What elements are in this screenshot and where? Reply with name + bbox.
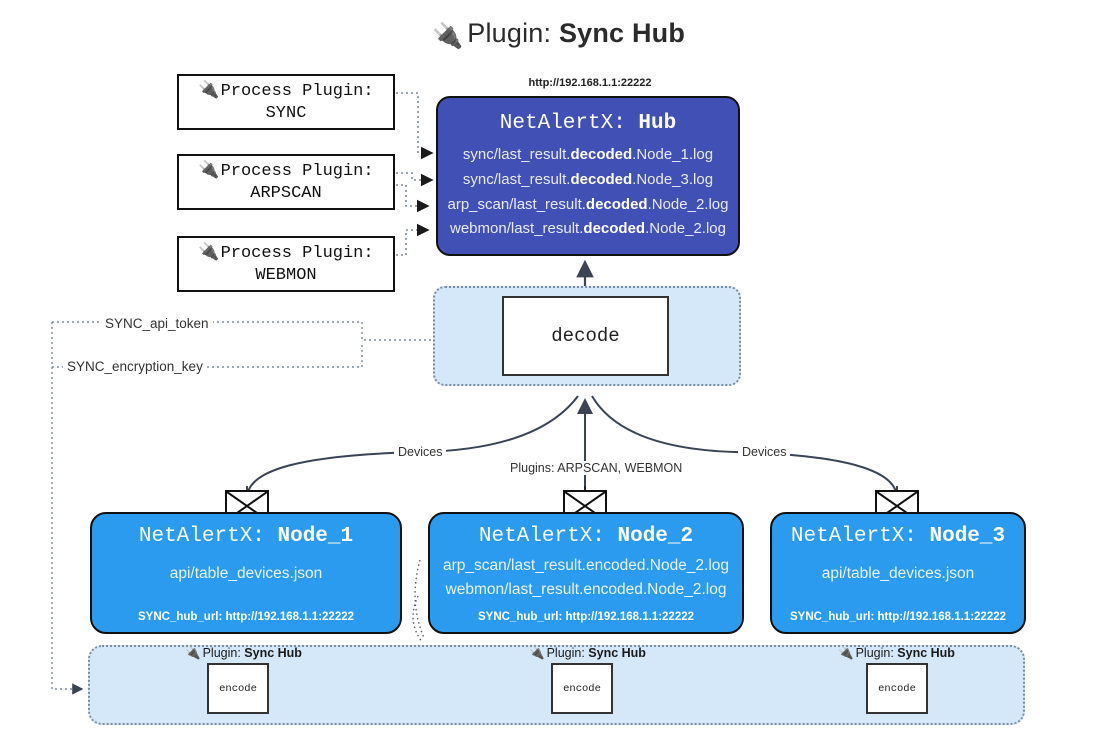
hub-url-label: http://192.168.1.1:22222 <box>528 77 652 89</box>
encode-2-plugin-label: 🔌Plugin: Sync Hub <box>529 645 646 660</box>
node-3-title: NetAlertX: Node_3 <box>790 525 1006 548</box>
sync-api-token-label: SYNC_api_token <box>101 316 213 331</box>
sync-encryption-key-label: SYNC_encryption_key <box>63 359 207 374</box>
edge-label-devices-left: Devices <box>394 445 447 459</box>
edge-label-devices-right: Devices <box>738 445 791 459</box>
hub-file-row: sync/last_result.decoded.Node_3.log <box>462 170 714 188</box>
node-1[interactable]: NetAlertX: Node_1 api/table_devices.json… <box>90 512 402 634</box>
node-2-file-list: arp_scan/last_result.encoded.Node_2.log … <box>430 554 742 602</box>
process-plugin-sync-line1: 🔌Process Plugin: <box>198 80 374 102</box>
node-3-hub-url: SYNC_hub_url: http://192.168.1.1:22222 <box>789 611 1007 623</box>
plug-icon: 🔌 <box>529 645 545 660</box>
decode-box[interactable]: decode <box>502 296 669 376</box>
encode-3-plugin-label: 🔌Plugin: Sync Hub <box>838 645 955 660</box>
node-2-file: arp_scan/last_result.encoded.Node_2.log <box>442 557 730 574</box>
node-2-hub-url: SYNC_hub_url: http://192.168.1.1:22222 <box>477 611 695 623</box>
node-3[interactable]: NetAlertX: Node_3 api/table_devices.json… <box>770 512 1026 634</box>
node-1-hub-url: SYNC_hub_url: http://192.168.1.1:22222 <box>137 611 355 623</box>
encode-box-3[interactable]: encode <box>866 663 928 714</box>
hub-file-list: sync/last_result.decoded.Node_1.log sync… <box>438 143 738 242</box>
node-3-file: api/table_devices.json <box>821 565 975 582</box>
process-plugin-webmon[interactable]: 🔌Process Plugin: WEBMON <box>177 236 395 292</box>
process-plugin-sync-line2: SYNC <box>265 103 307 123</box>
node-2-title: NetAlertX: Node_2 <box>478 525 694 548</box>
edge-label-plugins: Plugins: ARPSCAN, WEBMON <box>506 461 687 475</box>
hub-file-row: arp_scan/last_result.decoded.Node_2.log <box>447 195 729 213</box>
plug-icon: 🔌 <box>185 645 201 660</box>
hub-file-row: sync/last_result.decoded.Node_1.log <box>462 146 714 163</box>
plug-icon: 🔌 <box>198 160 220 181</box>
plug-icon: 🔌 <box>431 22 464 50</box>
encode-1-plugin-label: 🔌Plugin: Sync Hub <box>185 645 302 660</box>
node-1-file: api/table_devices.json <box>169 565 323 582</box>
page-title: 🔌Plugin: Sync Hub <box>0 18 1117 50</box>
hub-file-row: webmon/last_result.decoded.Node_2.log <box>450 220 726 238</box>
node-2-file: webmon/last_result.encoded.Node_2.log <box>445 581 727 599</box>
plug-icon: 🔌 <box>838 645 854 660</box>
node-1-title: NetAlertX: Node_1 <box>138 525 354 548</box>
encode-box-2[interactable]: encode <box>551 663 613 714</box>
hub-node[interactable]: NetAlertX: Hub sync/last_result.decoded.… <box>436 96 740 256</box>
hub-title: NetAlertX: Hub <box>499 112 677 135</box>
plug-icon: 🔌 <box>198 80 220 101</box>
node-2[interactable]: NetAlertX: Node_2 arp_scan/last_result.e… <box>428 512 744 634</box>
title-prefix: Plugin: <box>467 18 559 48</box>
plug-icon: 🔌 <box>198 242 220 263</box>
process-plugin-sync[interactable]: 🔌Process Plugin: SYNC <box>177 74 395 130</box>
process-plugin-arpscan-line2: ARPSCAN <box>250 183 322 203</box>
title-name: Sync Hub <box>558 18 686 48</box>
process-plugin-webmon-line2: WEBMON <box>255 265 317 285</box>
process-plugin-webmon-line1: 🔌Process Plugin: <box>198 242 374 264</box>
process-plugin-arpscan-line1: 🔌Process Plugin: <box>198 160 374 182</box>
process-plugin-arpscan[interactable]: 🔌Process Plugin: ARPSCAN <box>177 154 395 210</box>
encode-box-1[interactable]: encode <box>207 663 269 714</box>
